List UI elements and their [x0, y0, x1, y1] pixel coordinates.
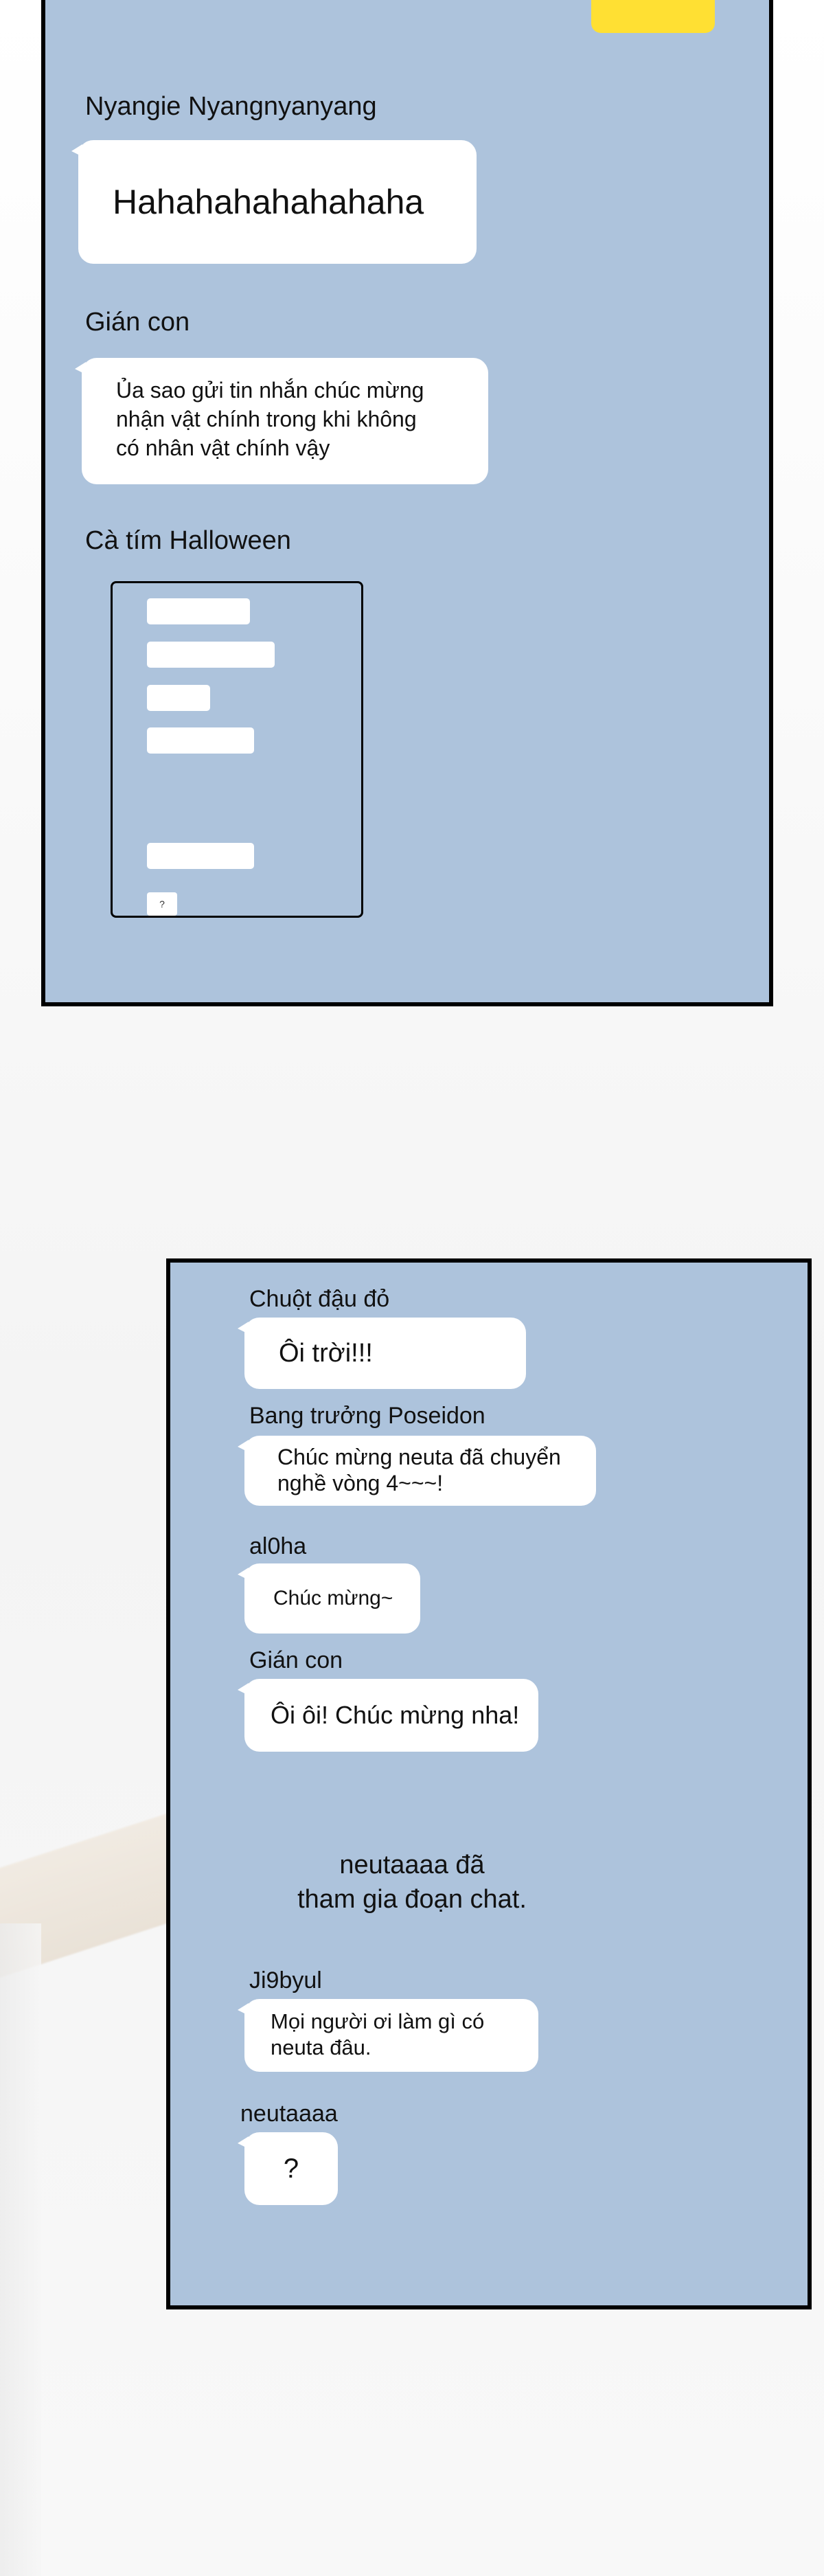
sender-name: Chuột đậu đỏ [249, 1286, 390, 1312]
system-join-notice: neutaaaa đã tham gia đoạn chat. [297, 1851, 527, 1914]
sender-name: Bang trưởng Poseidon [249, 1403, 485, 1429]
censored-question-mark: ? [147, 892, 177, 916]
chat-bubble: Chúc mừng~ [238, 1563, 420, 1634]
chat-bubble: Ôi ôi! Chúc mừng nha! [238, 1679, 538, 1752]
sender-name: Cà tím Halloween [85, 526, 291, 555]
sender-name: Gián con [85, 308, 190, 337]
chat-panel-top: Nyangie Nyangnyanyang Hahahahahahahaha G… [41, 0, 773, 1006]
message-text: Hahahahahahahaha [113, 183, 424, 221]
censor-bar [147, 642, 275, 668]
censor-bar [147, 685, 210, 711]
sender-name: neutaaaa [240, 2101, 338, 2127]
censor-bar [147, 727, 254, 754]
background-wall [0, 1923, 41, 2576]
sender-name: Nyangie Nyangnyanyang [85, 92, 377, 121]
message-text: Mọi người ơi làm gì có neuta đâu. [271, 2009, 485, 2059]
message-text: Chúc mừng~ [273, 1587, 393, 1609]
chat-bubble: Hahahahahahahaha [71, 140, 477, 264]
message-text: Chúc mừng neuta đã chuyển nghề vòng 4~~~… [277, 1445, 561, 1495]
censor-bar [147, 598, 250, 624]
sender-name: Ji9byul [249, 1967, 322, 1993]
censored-message-box: ? [111, 581, 363, 918]
message-text: Ôi trời!!! [279, 1339, 373, 1368]
chat-bubble: Chúc mừng neuta đã chuyển nghề vòng 4~~~… [238, 1436, 596, 1506]
yellow-send-button[interactable] [591, 0, 715, 33]
censor-bar [147, 843, 254, 869]
chat-bubble: Ủa sao gửi tin nhắn chúc mừng nhận vật c… [75, 358, 488, 484]
sender-name: al0ha [249, 1533, 307, 1559]
sender-name: Gián con [249, 1647, 343, 1673]
message-text: Ủa sao gửi tin nhắn chúc mừng nhận vật c… [116, 378, 424, 460]
chat-panel-bottom: Chuột đậu đỏ Ôi trời!!! Bang trưởng Pose… [166, 1258, 812, 2309]
message-text: Ôi ôi! Chúc mừng nha! [271, 1701, 520, 1729]
chat-bubble: Mọi người ơi làm gì có neuta đâu. [238, 1999, 538, 2072]
chat-bubble: ? [238, 2132, 338, 2205]
chat-bubble: Ôi trời!!! [238, 1318, 526, 1389]
message-text: ? [283, 2154, 299, 2184]
